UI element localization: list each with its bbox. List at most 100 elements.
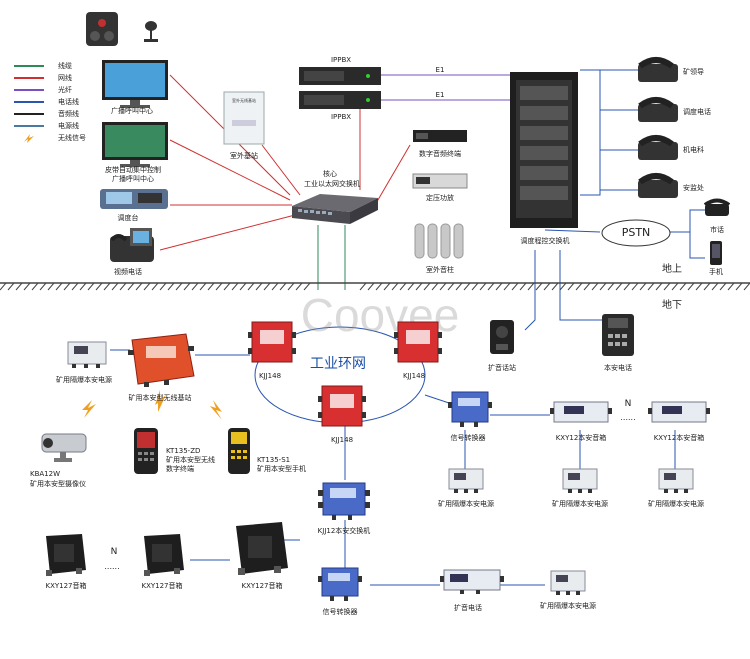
signal-converter-label: 信号转换器 bbox=[322, 608, 358, 616]
legend-label: 电源线 bbox=[58, 122, 79, 130]
safety-phone-icon bbox=[602, 314, 634, 356]
n-left-label: N bbox=[110, 547, 118, 557]
kxy127-label: KXY127音箱 bbox=[241, 582, 283, 590]
isolated-power-icon bbox=[562, 468, 598, 493]
city-phone-icon bbox=[703, 198, 731, 216]
ippbx-top-label: IPPBX bbox=[330, 56, 352, 64]
kjj12-switch-icon bbox=[318, 482, 370, 520]
phone-leader-label: 矿领导 bbox=[683, 68, 704, 76]
legend-swatch bbox=[14, 89, 44, 91]
legend-label: 光纤 bbox=[58, 86, 72, 94]
phone-dispatch-label: 调度电话 bbox=[683, 108, 711, 116]
expand-station-icon bbox=[490, 320, 514, 354]
kt135s1-desc-label: 矿用本安型手机 bbox=[257, 465, 306, 473]
mobile-label: 手机 bbox=[709, 268, 723, 276]
underground-label: 地下 bbox=[662, 300, 682, 311]
kxy127-speaker-icon bbox=[46, 534, 86, 576]
surface-label: 地上 bbox=[662, 264, 682, 275]
wireless-terminal-icon bbox=[134, 428, 158, 474]
mobile-phone-icon bbox=[710, 241, 722, 265]
city-phone-label: 市话 bbox=[710, 226, 724, 234]
kjj148-switch-icon bbox=[248, 321, 296, 363]
legend-swatch bbox=[14, 113, 44, 115]
kjj148-switch-icon bbox=[394, 321, 442, 363]
legend-label: 音频线 bbox=[58, 110, 79, 118]
monitor-icon bbox=[102, 122, 168, 167]
monitor-icon bbox=[102, 60, 168, 108]
ippbx-bottom-label: IPPBX bbox=[330, 113, 352, 121]
kt135s1-model-label: KT135-S1 bbox=[257, 456, 291, 464]
dispatch-desk-label: 调度台 bbox=[117, 214, 139, 222]
lightning-icon bbox=[24, 134, 34, 143]
core-label: 核心 bbox=[323, 170, 337, 178]
wireless-signal-icons bbox=[82, 390, 222, 420]
n-right-label: N bbox=[624, 399, 632, 409]
phone-icon bbox=[638, 135, 678, 160]
line-phones bbox=[600, 69, 640, 191]
belt-broadcast-label: 广播呼叫中心 bbox=[112, 175, 154, 183]
ippbx-server-icon bbox=[299, 67, 381, 85]
ellipsis-right: ...... bbox=[620, 413, 636, 422]
e1-top-label: E1 bbox=[435, 66, 445, 74]
outdoor-speaker-label: 室外音柱 bbox=[426, 266, 454, 274]
kt135zd-type-label: 矿用本安型无线 bbox=[166, 456, 215, 464]
digital-audio-label: 数字音频终端 bbox=[419, 150, 461, 158]
ground-hatching bbox=[0, 282, 750, 291]
line-phones-bus bbox=[580, 69, 601, 196]
outdoor-speaker-icon bbox=[414, 223, 464, 259]
isolated-power-label: 矿用隔爆本安电源 bbox=[552, 500, 608, 508]
kxy12-speaker-icon bbox=[648, 401, 710, 423]
kt135zd-desc-label: 数字终端 bbox=[166, 465, 194, 473]
ellipsis-left: ...... bbox=[104, 562, 120, 571]
legend-label: 线缆 bbox=[58, 62, 72, 70]
kxy12-speaker-icon bbox=[550, 401, 612, 423]
wireless-base-station-icon bbox=[128, 333, 195, 387]
amplifier-icon bbox=[412, 173, 468, 189]
kt135zd-model-label: KT135-ZD bbox=[166, 447, 201, 455]
core-switch-icon bbox=[292, 194, 378, 224]
kba12w-label: KBA12W bbox=[30, 470, 61, 478]
isolated-power-icon bbox=[658, 468, 694, 493]
isolated-power-icon bbox=[550, 570, 586, 595]
video-phone-label: 视频电话 bbox=[114, 268, 142, 276]
line-pstn-outputs bbox=[670, 209, 705, 259]
kjj12-label: KJJ12本安交换机 bbox=[317, 527, 371, 535]
dispatch-exchange-cabinet-icon bbox=[510, 72, 578, 228]
kxy12-label: KXY12本安音箱 bbox=[555, 434, 607, 442]
legend-swatch bbox=[14, 101, 44, 103]
legend-swatch bbox=[14, 65, 44, 67]
camera-icon bbox=[41, 433, 87, 462]
isolated-power-label: 矿用隔爆本安电源 bbox=[540, 602, 596, 610]
kjj148-label: KJJ148 bbox=[402, 372, 426, 380]
isolated-power-label: 矿用隔爆本安电源 bbox=[648, 500, 704, 508]
ring-network-label: 工业环网 bbox=[310, 356, 366, 372]
kjj148-label: KJJ148 bbox=[330, 436, 354, 444]
kxy12-label: KXY12本安音箱 bbox=[653, 434, 705, 442]
isolated-power-icon bbox=[448, 468, 484, 493]
line-kxy-power bbox=[464, 430, 676, 470]
line-switch-audio bbox=[374, 144, 411, 206]
phone-icon bbox=[638, 97, 678, 122]
dispatch-desk-icon bbox=[100, 189, 168, 209]
speaker-icon bbox=[86, 12, 118, 46]
camera-label: 矿用本安型摄像仪 bbox=[30, 480, 86, 488]
phone-icon bbox=[638, 173, 678, 198]
isolated-power-icon bbox=[67, 341, 107, 368]
legend-swatch bbox=[14, 77, 44, 79]
kxy127-speaker-icon bbox=[144, 534, 184, 576]
pstn-label: PSTN bbox=[621, 226, 651, 239]
legend-swatch bbox=[14, 125, 44, 127]
kjj148-switch-icon bbox=[318, 385, 366, 427]
safety-phone-label: 本安电话 bbox=[604, 364, 632, 372]
broadcast-center-label: 广播呼叫中心 bbox=[111, 107, 153, 115]
amp-phone-icon bbox=[440, 569, 504, 594]
line-video-switch bbox=[159, 214, 296, 251]
kxy127-label: KXY127音箱 bbox=[141, 582, 183, 590]
dispatch-exchange-label: 调度程控交换机 bbox=[520, 237, 570, 245]
wireless-base-label: 矿用本安型无线基站 bbox=[128, 394, 192, 402]
line-exchange-station bbox=[524, 250, 536, 331]
line-base-switch bbox=[261, 144, 301, 196]
amplifier-label: 定压功放 bbox=[426, 194, 454, 202]
